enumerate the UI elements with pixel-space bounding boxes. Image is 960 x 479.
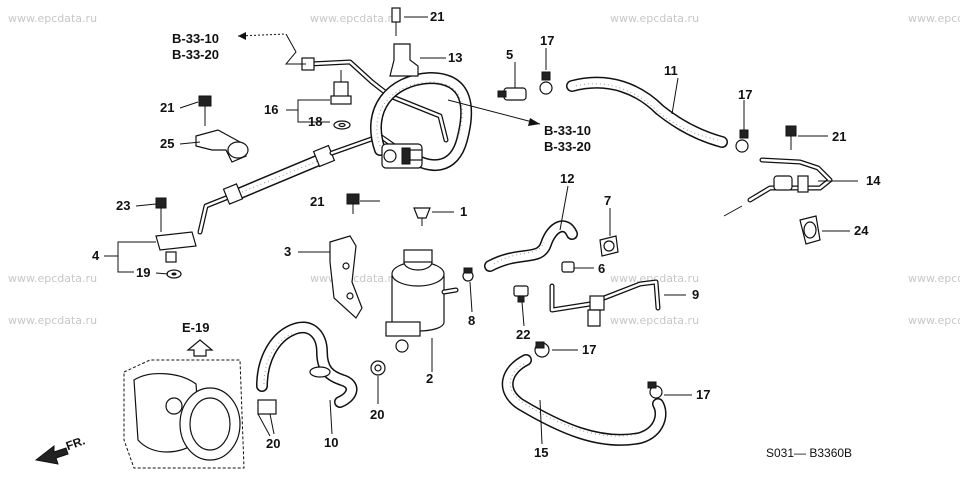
hose-10 — [256, 321, 358, 408]
hose-11 — [566, 76, 728, 148]
callout-15: 15 — [534, 445, 549, 460]
callout-9: 9 — [692, 287, 700, 302]
clamp-25 — [195, 95, 249, 163]
watermark: www.epcdata.ru — [8, 314, 98, 327]
watermark: www.epcdata.ru — [610, 272, 700, 285]
callout-13: 13 — [448, 50, 463, 65]
callout-6: 6 — [598, 261, 606, 276]
pressure-pipe-upper — [301, 57, 449, 143]
pipe-9 — [549, 279, 661, 327]
hose-15 — [501, 354, 667, 446]
hose-12 — [484, 220, 578, 272]
callout-21: 21 — [832, 129, 847, 144]
callout-1: 1 — [460, 204, 468, 219]
bracket-3 — [329, 235, 363, 319]
callout-8: 8 — [468, 313, 476, 328]
clamp-8 — [462, 267, 474, 282]
callout-11: 11 — [664, 63, 678, 78]
callout-4: 4 — [92, 248, 100, 263]
bracket-13 — [389, 7, 419, 77]
clamp-6 — [561, 261, 575, 273]
callout-5: 5 — [506, 47, 514, 62]
pressure-switch — [330, 70, 352, 130]
callout-20: 20 — [370, 407, 385, 422]
diagram-code: S031— B3360B — [766, 446, 853, 460]
clamp-7 — [599, 235, 619, 257]
valve-block — [381, 143, 423, 169]
fitting-22 — [513, 285, 529, 303]
clamp-20-mid — [370, 360, 386, 376]
callout-21: 21 — [310, 194, 325, 209]
watermark: www.epcdata.ru — [908, 12, 960, 25]
bolt-21-mid — [346, 193, 360, 214]
callout-2: 2 — [426, 371, 434, 386]
watermark: www.epcdata.ru — [8, 12, 98, 25]
callout-3: 3 — [284, 244, 292, 259]
callout-19: 19 — [136, 265, 151, 280]
callout-24: 24 — [854, 223, 869, 238]
watermark: www.epcdata.ru — [610, 314, 700, 327]
watermark: www.epcdata.ru — [8, 272, 98, 285]
ref-b-33-20[interactable]: B-33-20 — [544, 139, 591, 154]
callout-14: 14 — [866, 173, 881, 188]
callout-23: 23 — [116, 198, 131, 213]
clamp-17-bottom — [647, 381, 663, 399]
watermark: www.epcdata.ru — [310, 12, 400, 25]
clamp-17-top — [539, 71, 553, 95]
ref-e-19[interactable]: E-19 — [182, 320, 210, 335]
callout-12: 12 — [560, 171, 575, 186]
pipe-14 — [723, 157, 833, 217]
clamp-24 — [799, 215, 821, 245]
callout-21: 21 — [430, 9, 445, 24]
reference-arrows — [237, 32, 541, 126]
callout-16: 16 — [264, 102, 279, 117]
bracket-4 — [155, 197, 197, 279]
leader-lines — [104, 16, 858, 445]
clamp-17-mid — [534, 341, 550, 358]
watermark: www.epcdata.ru — [908, 314, 960, 327]
e19-arrow-icon — [186, 339, 214, 357]
front-arrow-icon — [34, 444, 69, 465]
clip-1 — [413, 207, 431, 226]
callout-17: 17 — [738, 87, 753, 102]
pump-assembly — [123, 359, 277, 469]
callout-17: 17 — [582, 342, 597, 357]
ref-b-33-20[interactable]: B-33-20 — [172, 47, 219, 62]
callout-17: 17 — [540, 33, 555, 48]
clamp-17-right — [735, 125, 797, 153]
return-hose-loop — [370, 72, 473, 171]
fitting-5 — [497, 62, 527, 101]
callout-17: 17 — [696, 387, 711, 402]
watermark: www.epcdata.ru — [908, 272, 960, 285]
callout-22: 22 — [516, 327, 531, 342]
ref-b-33-10[interactable]: B-33-10 — [172, 31, 219, 46]
watermark: www.epcdata.ru — [610, 12, 700, 25]
reservoir-2 — [385, 249, 459, 353]
callout-18: 18 — [308, 114, 323, 129]
callout-20: 20 — [266, 436, 281, 451]
callout-25: 25 — [160, 136, 175, 151]
callout-21: 21 — [160, 100, 175, 115]
ref-b-33-10[interactable]: B-33-10 — [544, 123, 591, 138]
callout-10: 10 — [324, 435, 339, 450]
callout-7: 7 — [604, 193, 612, 208]
